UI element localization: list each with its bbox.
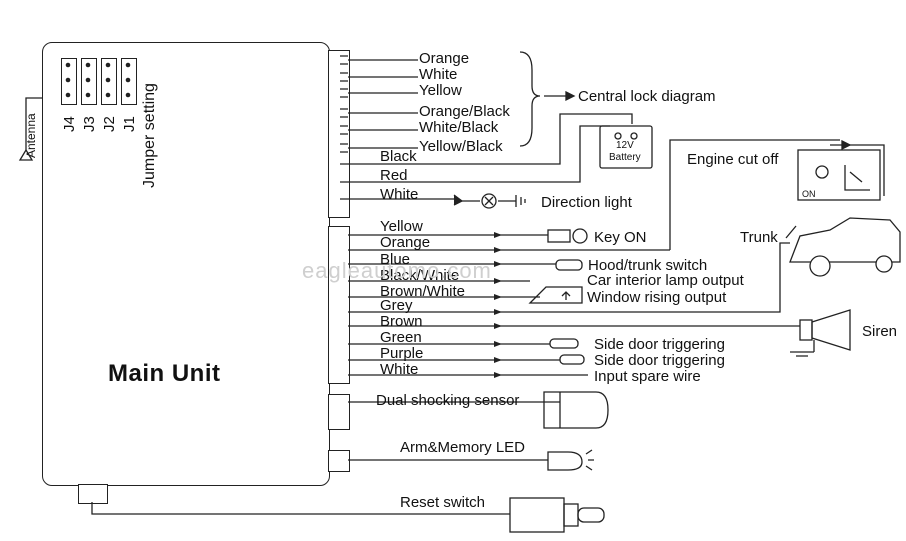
window-icon [528,286,583,304]
connector-harness [328,226,350,384]
trunk-label: Trunk [740,229,778,246]
spare-wire-label: Input spare wire [594,368,701,385]
wire-label-h-black-white: Black/White [380,267,460,284]
wire-label-h-white: White [380,361,419,378]
engine-cut-off-label: Engine cut off [687,151,779,168]
relay-on-label: ON [802,189,816,199]
wire-label-h-brown: Brown [380,313,423,330]
key-icon [547,229,571,243]
connector-led [328,450,350,472]
wire-label-h-orange: Orange [380,234,431,251]
interior-lamp-label: Car interior lamp output [587,272,744,289]
direction-light-label: Direction light [541,194,632,211]
jumper-pins-j3 [81,58,97,105]
wire-label-h-green: Green [380,329,422,346]
main-unit-box [42,42,330,486]
wire-label-h-grey: Grey [380,297,413,314]
door-plug-1 [549,338,579,349]
led-icon [547,451,583,471]
antenna-wire [25,97,42,150]
key-on-label: Key ON [594,229,647,246]
relay-box [797,149,881,201]
central-lock-label: Central lock diagram [578,88,716,105]
wire-label-cl-3: Orange/Black [419,103,510,120]
battery-label: Battery [609,152,641,163]
shock-sensor-label: Dual shocking sensor [376,392,520,409]
connector-shock-sensor [328,394,350,430]
wire-label-cl-0: Orange [419,50,470,67]
siren-icon [811,309,851,351]
wire-label-h-blue: Blue [380,251,411,268]
side-door-1-label: Side door triggering [594,336,725,353]
wire-label-white: White [380,186,419,203]
bulb-icon [481,193,497,209]
door-plug-2 [559,354,585,365]
battery-icon [599,125,653,169]
hood-trunk-label: Hood/trunk switch [588,257,708,274]
hood-switch-icon [555,259,583,271]
main-unit-label: Main Unit [108,360,221,387]
wire-label-black: Black [380,148,417,165]
window-rising-label: Window rising output [587,289,727,306]
wire-label-cl-5: Yellow/Black [419,138,503,155]
engine-cut-wire [669,139,840,250]
central-lock-brace [519,51,541,147]
wire-label-red: Red [380,167,408,184]
wire-label-h-purple: Purple [380,345,424,362]
jumper-pins-j4 [61,58,77,105]
side-door-2-label: Side door triggering [594,352,725,369]
watermark: eagleautomo.com [302,258,492,283]
connector-central-lock [328,50,350,218]
shock-sensor-icon [543,391,609,429]
connector-reset [78,484,108,504]
battery-label-voltage: 12V [616,140,634,151]
battery-positive [614,132,622,140]
wire-label-cl-2: Yellow [419,82,462,99]
jumper-dots [65,62,131,98]
led-label: Arm&Memory LED [400,439,526,456]
battery-negative [630,132,638,140]
reset-switch-label: Reset switch [400,494,486,511]
jumper-pins-j2 [101,58,117,105]
reset-switch-icon [509,497,565,533]
wire-label-h-brown-white: Brown/White [380,283,466,300]
wire-label-cl-4: White/Black [419,119,499,136]
wire-label-h-yellow: Yellow [380,218,423,235]
car-icon [789,217,901,263]
siren-label: Siren [862,323,898,340]
wire-label-cl-1: White [419,66,458,83]
ground-icon [515,195,526,207]
antenna-icon [18,148,34,161]
jumper-pins-j1 [121,58,137,105]
